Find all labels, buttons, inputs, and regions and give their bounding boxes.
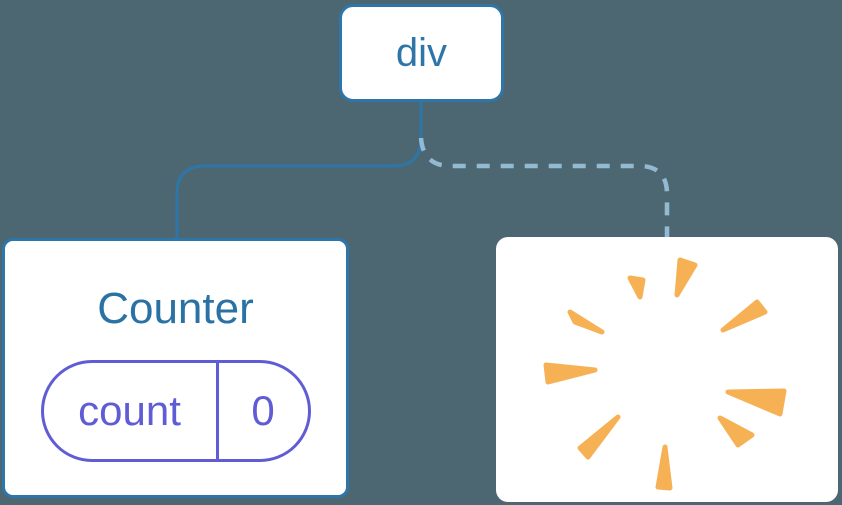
counter-component-card: Counter count 0 [2,238,349,498]
state-pill: count 0 [40,360,311,462]
poof-explosion-icon [543,257,787,491]
connector-dashed-line [418,137,670,238]
state-pill-key: count [44,363,219,459]
state-pill-value: 0 [251,387,275,434]
root-node-div: div [339,4,504,102]
removed-component-card [496,237,838,502]
root-node-label: div [395,30,448,75]
counter-title: Counter [97,284,254,333]
connector-solid-line [175,100,423,240]
